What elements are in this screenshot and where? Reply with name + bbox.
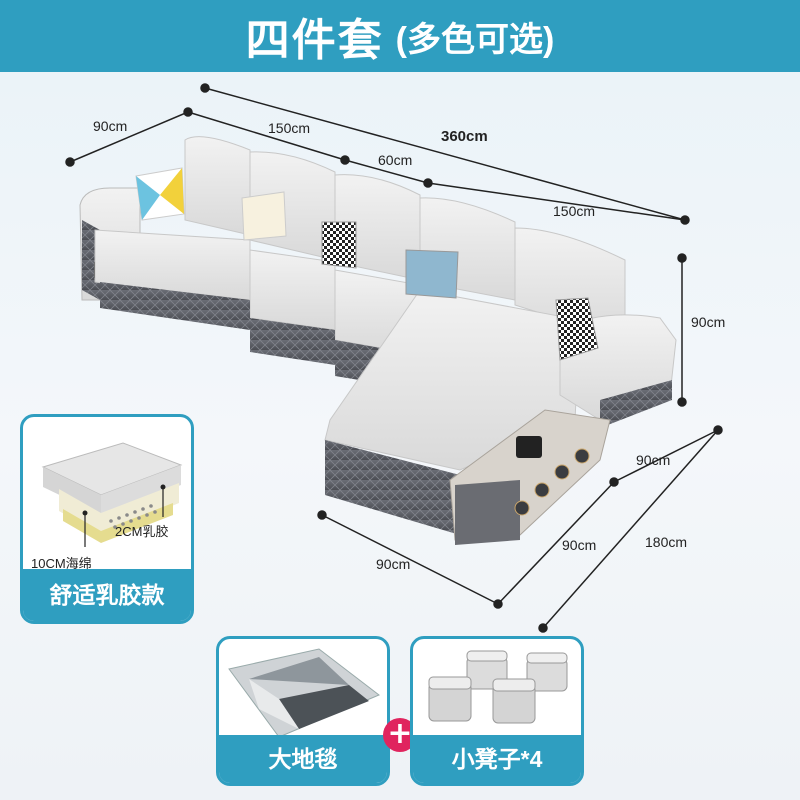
dim-left-depth: 90cm <box>93 118 128 134</box>
header-subtitle: (多色可选) <box>395 20 555 59</box>
rug-option-card[interactable]: 大地毯 <box>216 636 390 786</box>
dimension-lines <box>65 83 723 633</box>
dim-right-section: 150cm <box>553 203 596 219</box>
latex-option-card[interactable]: 2CM乳胶 10CM海绵 舒适乳胶款 <box>20 414 194 624</box>
rug-illustration <box>228 648 380 738</box>
sofa-pillows <box>135 167 599 361</box>
dim-total-length: 360cm <box>441 128 488 145</box>
stools-illustration <box>428 650 568 724</box>
layer-latex-label: 2CM乳胶 <box>115 524 169 539</box>
dim-chaise-front: 90cm <box>562 537 597 553</box>
latex-option-label: 舒适乳胶款 <box>23 569 191 621</box>
dim-right-height: 90cm <box>691 314 726 330</box>
dim-chaise-depth: 90cm <box>636 452 671 468</box>
stool-option-card[interactable]: 小凳子*4 <box>410 636 584 786</box>
layer-sponge-label: 10CM海绵 <box>31 556 92 571</box>
dim-middle-section: 60cm <box>378 152 413 168</box>
rug-option-label: 大地毯 <box>219 735 387 783</box>
mattress-layers-illustration <box>41 442 183 547</box>
header-banner: 四件套 (多色可选) <box>0 0 800 72</box>
dim-left-section: 150cm <box>268 120 311 136</box>
dim-chaise-length: 180cm <box>645 534 688 550</box>
dim-chaise-width: 90cm <box>376 556 411 572</box>
header-title: 四件套 <box>245 16 384 65</box>
stool-option-label: 小凳子*4 <box>413 735 581 783</box>
